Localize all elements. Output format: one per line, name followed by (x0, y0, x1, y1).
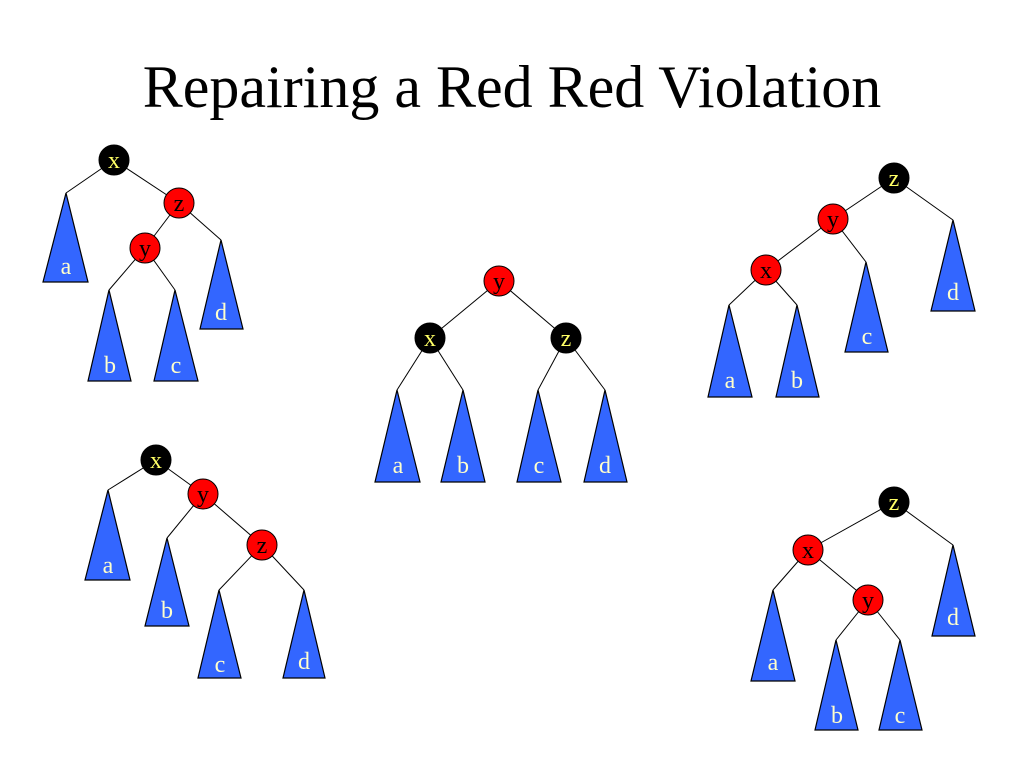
red-node-z (163, 187, 195, 219)
subtree-label-b: b (831, 703, 843, 729)
subtree-label-c: c (534, 453, 545, 479)
node-label-x: x (424, 326, 436, 352)
tree-bottom-right: a b c d z x y (750, 486, 976, 731)
node-label-z: z (257, 533, 268, 559)
red-node-y (817, 203, 849, 235)
subtree-c (516, 389, 562, 483)
red-node-y (129, 232, 161, 264)
subtree-label-c: c (862, 324, 873, 350)
subtree-c (844, 261, 889, 353)
node-label-z: z (561, 326, 572, 352)
subtree-a (84, 489, 131, 581)
subtree-b (814, 639, 859, 731)
subtree-label-a: a (768, 650, 779, 676)
subtree-label-c: c (215, 652, 226, 678)
subtree-label-a: a (725, 368, 736, 394)
node-label-z: z (174, 191, 185, 217)
black-node-x (140, 444, 172, 476)
subtree-label-d: d (599, 453, 611, 479)
subtree-label-c: c (895, 703, 906, 729)
red-node-x (792, 534, 824, 566)
subtree-a (42, 192, 89, 283)
node-label-y: y (493, 269, 505, 295)
subtree-label-a: a (103, 553, 114, 579)
red-node-y (187, 478, 219, 510)
black-node-z (878, 486, 910, 518)
subtree-label-a: a (61, 254, 72, 280)
subtree-label-a: a (393, 453, 404, 479)
red-node-x (750, 254, 782, 286)
subtree-d (282, 589, 326, 679)
subtree-b (87, 289, 132, 382)
node-label-y: y (197, 482, 209, 508)
tree-center: a b c d y x z (374, 265, 628, 483)
subtree-label-b: b (791, 368, 803, 394)
node-label-z: z (889, 166, 900, 192)
tree-edge (807, 501, 895, 551)
black-node-x (414, 322, 446, 354)
subtree-label-b: b (161, 598, 173, 624)
subtree-d (931, 544, 976, 637)
subtree-d (583, 389, 628, 483)
black-node-z (550, 322, 582, 354)
black-node-x (98, 144, 130, 176)
tree-bottom-left: a b c d x y z (84, 444, 326, 679)
subtree-label-d: d (947, 280, 959, 306)
subtree-c (878, 639, 923, 731)
black-node-z (878, 162, 910, 194)
red-node-y (852, 584, 884, 616)
subtree-b (144, 537, 190, 627)
subtree-c (153, 289, 199, 382)
subtree-b (440, 389, 486, 483)
subtree-b (775, 304, 820, 398)
node-label-y: y (139, 236, 151, 262)
subtree-label-d: d (298, 649, 310, 675)
subtree-c (197, 589, 242, 679)
subtree-label-b: b (457, 453, 469, 479)
red-node-y (483, 265, 515, 297)
node-label-y: y (827, 207, 839, 233)
node-label-z: z (889, 490, 900, 516)
slide-title: Repairing a Red Red Violation (142, 54, 882, 120)
subtree-a (374, 389, 421, 483)
node-label-x: x (802, 538, 814, 564)
tree-top-left: a b c d x zy (42, 144, 244, 382)
red-node-z (246, 529, 278, 561)
subtree-a (707, 304, 753, 398)
node-label-y: y (862, 588, 874, 614)
subtree-label-d: d (947, 605, 959, 631)
subtree-label-c: c (171, 353, 182, 379)
tree-top-right: a b c d z y x (707, 162, 976, 398)
subtree-label-d: d (215, 300, 227, 326)
subtree-d (930, 219, 976, 312)
subtree-label-b: b (104, 353, 116, 379)
node-label-x: x (150, 448, 162, 474)
node-label-x: x (108, 148, 120, 174)
node-label-x: x (760, 258, 772, 284)
subtree-d (199, 239, 244, 330)
subtree-a (750, 589, 796, 682)
